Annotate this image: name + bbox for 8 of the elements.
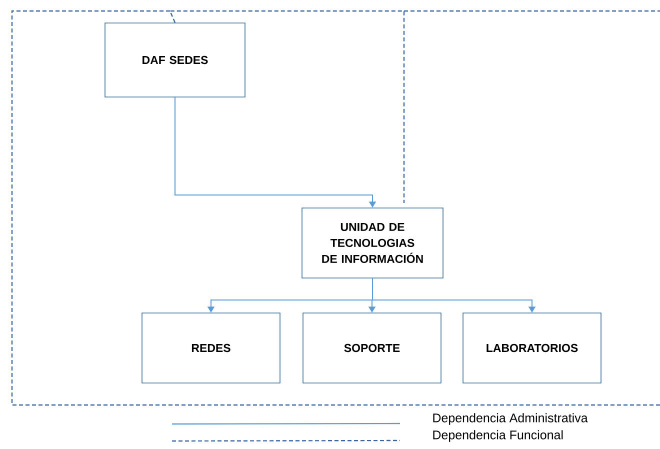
connector bbox=[169, 10, 405, 203]
unit-box: UNIDAD DE TECNOLOGIAS DE INFORMACIÓN bbox=[302, 208, 444, 278]
unit-box: LABORATORIOS bbox=[462, 312, 602, 384]
unit-box: SOPORTE bbox=[302, 312, 442, 384]
unit-box: DAF SEDES bbox=[104, 22, 246, 98]
legend-label: Dependencia Administrativa bbox=[433, 413, 588, 425]
unit-box: REDES bbox=[142, 312, 280, 384]
legend-label: Dependencia Funcional bbox=[433, 430, 563, 442]
